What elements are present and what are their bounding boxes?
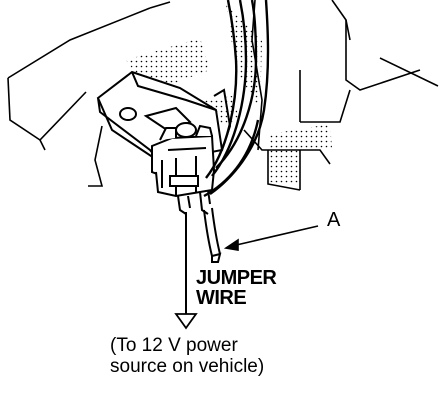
jumper-wire-label-line1: JUMPER: [196, 267, 277, 289]
power-source-note-line1: (To 12 V power: [110, 335, 238, 356]
wire-harness: [203, 0, 270, 198]
connector-body: [151, 124, 216, 198]
connector-terminals: [177, 189, 211, 215]
power-source-note-line2: source on vehicle): [110, 356, 265, 377]
jumper-wire-label-line2: WIRE: [196, 287, 247, 309]
callout-a-label: A: [327, 209, 341, 231]
jumper-wire: [174, 212, 198, 330]
callout-a-leader: [223, 225, 319, 251]
wire-a: [203, 207, 222, 263]
